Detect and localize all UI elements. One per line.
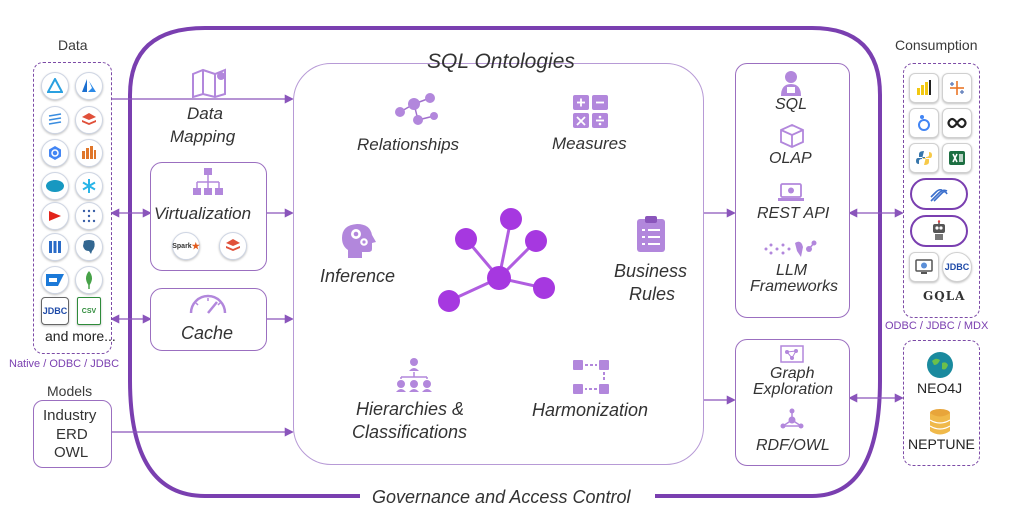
monitor-icon bbox=[909, 252, 939, 282]
neo4j-globe-icon bbox=[927, 352, 953, 378]
spark-icon: Spark★ bbox=[172, 232, 200, 260]
snowflake-icon bbox=[75, 172, 103, 200]
databricks-icon bbox=[75, 106, 103, 134]
hierarchies-line2: Classifications bbox=[352, 422, 468, 442]
azure-data-lake-icon bbox=[41, 106, 69, 134]
measures-label: Measures bbox=[552, 134, 627, 153]
gqla-logo: GQLA bbox=[923, 289, 966, 303]
harmonization-label: Harmonization bbox=[532, 400, 649, 420]
jdbc-consumer-icon: JDBC bbox=[942, 252, 972, 282]
data-mapping-line2: Mapping bbox=[170, 127, 236, 146]
graph-exploration-icon bbox=[780, 345, 804, 363]
map-icon bbox=[192, 68, 226, 98]
business-rules-line2: Rules bbox=[629, 284, 676, 304]
power-bi-icon bbox=[909, 73, 939, 103]
teradata-icon bbox=[75, 202, 103, 230]
hierarchy-icon bbox=[396, 358, 432, 392]
api-laptop-icon bbox=[778, 183, 804, 201]
business-rules-line1: Business bbox=[614, 261, 688, 281]
bigquery-icon bbox=[41, 139, 69, 167]
clipboard-icon bbox=[637, 216, 665, 252]
ontology-panel bbox=[293, 63, 704, 465]
sql-label: SQL bbox=[775, 96, 808, 113]
llm-line1: LLM bbox=[776, 262, 808, 279]
relationships-icon bbox=[395, 93, 438, 125]
looker-icon bbox=[909, 108, 939, 138]
oracle-icon bbox=[41, 202, 69, 230]
graph-exploration-line1: Graph bbox=[770, 365, 815, 382]
spark-label: Spark bbox=[172, 242, 192, 250]
jdbc-source-icon: JDBC bbox=[41, 297, 69, 325]
data-title: Data bbox=[58, 37, 88, 53]
models-line-owl: OWL bbox=[54, 444, 89, 461]
csv-file-icon: CSV bbox=[77, 297, 101, 325]
graph-exploration-line2: Exploration bbox=[753, 381, 834, 398]
models-panel bbox=[33, 400, 112, 468]
rdf-owl-label: RDF/OWL bbox=[756, 437, 830, 454]
aws-redshift-icon bbox=[75, 139, 103, 167]
db2-icon bbox=[41, 233, 69, 261]
org-chart-icon bbox=[193, 168, 223, 195]
brain-head-icon bbox=[342, 224, 376, 258]
neptune-label: NEPTUNE bbox=[908, 436, 975, 452]
postgresql-icon bbox=[75, 233, 103, 261]
hierarchies-line1: Hierarchies & bbox=[356, 399, 465, 419]
csv-file-label: CSV bbox=[81, 307, 97, 315]
rdf-graph-icon bbox=[780, 408, 804, 429]
python-icon bbox=[909, 143, 939, 173]
mongodb-icon bbox=[75, 266, 103, 294]
ontology-graph-icon bbox=[438, 208, 555, 312]
governance-ring bbox=[128, 26, 882, 498]
virtualization-label: Virtualization bbox=[154, 204, 252, 223]
llm-network-icon bbox=[764, 240, 817, 257]
llm-app-icon bbox=[910, 178, 968, 210]
azure-synapse-icon bbox=[41, 72, 69, 100]
olap-label: OLAP bbox=[769, 150, 812, 167]
speedometer-icon bbox=[189, 294, 227, 314]
models-title: Models bbox=[47, 383, 93, 399]
salesforce-icon bbox=[41, 172, 69, 200]
llm-line2: Frameworks bbox=[750, 278, 839, 295]
olap-cube-icon bbox=[780, 124, 804, 148]
excel-icon bbox=[942, 143, 972, 173]
inference-label: Inference bbox=[320, 266, 396, 286]
cache-label: Cache bbox=[181, 323, 234, 343]
azure-icon bbox=[75, 72, 103, 100]
graph-outputs-panel bbox=[735, 339, 850, 466]
governance-label: Governance and Access Control bbox=[372, 487, 631, 507]
neptune-db-icon bbox=[929, 409, 951, 435]
data-mapping-line1: Data bbox=[187, 104, 223, 123]
relationships-label: Relationships bbox=[357, 135, 460, 154]
jdbc-consumer-label: JDBC bbox=[944, 262, 970, 272]
models-line-erd: ERD bbox=[56, 426, 88, 443]
consumption-title: Consumption bbox=[895, 37, 978, 53]
databricks-virtualization-icon bbox=[219, 232, 247, 260]
data-connectivity-caption: Native / ODBC / JDBC bbox=[9, 358, 120, 370]
and-more-label: and more... bbox=[45, 328, 116, 344]
infinity-icon bbox=[942, 108, 972, 138]
diagram-title: SQL Ontologies bbox=[427, 50, 575, 73]
calculator-icon bbox=[573, 95, 608, 128]
consumption-caption: ODBC / JDBC / MDX bbox=[885, 320, 989, 332]
rest-api-label: REST API bbox=[757, 205, 830, 222]
harmonization-icon bbox=[573, 360, 609, 394]
tableau-icon bbox=[942, 73, 972, 103]
neo4j-label: NEO4J bbox=[917, 380, 963, 396]
sap-hana-icon bbox=[41, 266, 69, 294]
sql-user-icon bbox=[781, 71, 801, 96]
jdbc-source-label: JDBC bbox=[42, 306, 68, 316]
models-line-industry: Industry bbox=[43, 407, 97, 424]
robot-icon bbox=[910, 215, 968, 247]
